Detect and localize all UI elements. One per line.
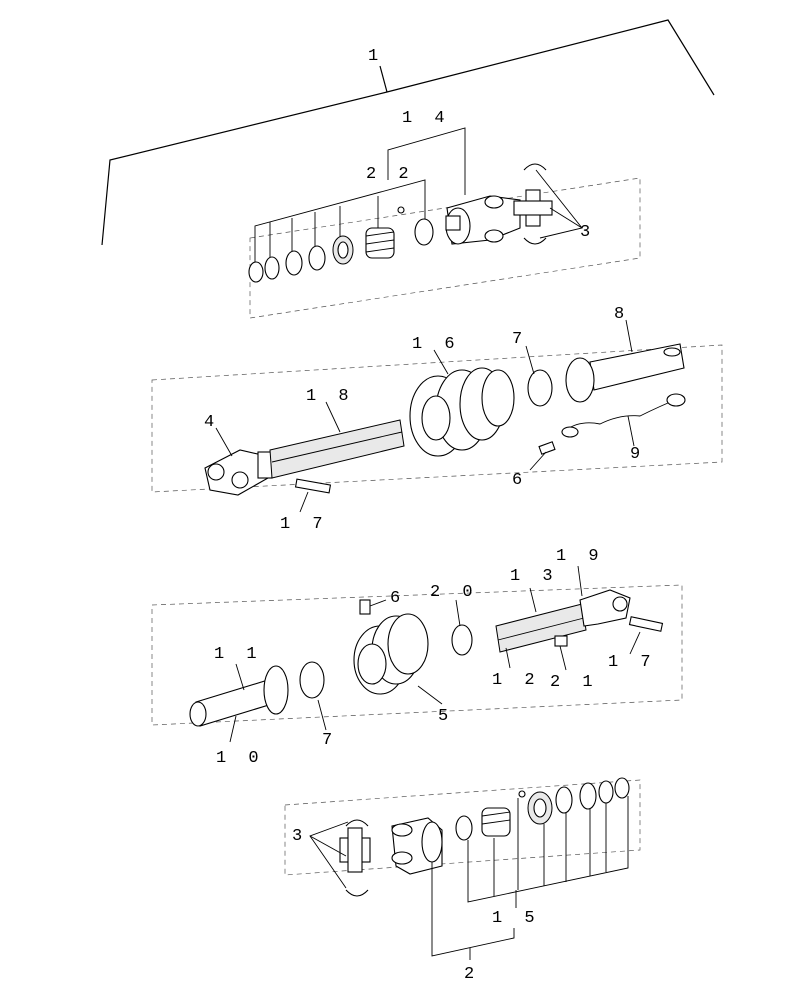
callout-17-top: 1 7 — [280, 515, 329, 534]
inner-shaft-group — [189, 565, 664, 743]
outer-shaft-group — [204, 319, 686, 513]
callout-15: 1 5 — [492, 909, 541, 928]
callout-4: 4 — [204, 413, 220, 432]
callout-21: 2 1 — [550, 673, 599, 692]
callout-7-bottom: 7 — [322, 731, 338, 750]
callout-6-top: 6 — [512, 471, 528, 490]
assembly-bracket — [101, 19, 715, 246]
callout-13: 1 3 — [510, 567, 559, 586]
callout-6-bottom: 6 — [390, 589, 406, 608]
group-frames — [151, 177, 723, 876]
callout-11: 1 1 — [214, 645, 263, 664]
callout-18: 1 8 — [306, 387, 355, 406]
callout-7-top: 7 — [512, 330, 528, 349]
callout-9: 9 — [630, 445, 646, 464]
callout-22: 2 2 — [366, 165, 415, 184]
callout-17-bottom: 1 7 — [608, 653, 657, 672]
callout-5: 5 — [438, 707, 454, 726]
callout-19: 1 9 — [556, 547, 605, 566]
callout-12: 1 2 — [492, 671, 541, 690]
lower-yoke-group — [309, 777, 630, 960]
callout-10: 1 0 — [216, 749, 265, 768]
callout-20: 2 0 — [430, 583, 479, 602]
callout-2: 2 — [464, 965, 480, 984]
callout-3-top: 3 — [580, 223, 596, 242]
callout-3-bottom: 3 — [292, 827, 308, 846]
callout-8: 8 — [614, 305, 630, 324]
upper-yoke-group — [248, 127, 583, 283]
callout-14: 1 4 — [402, 109, 451, 128]
callout-16: 1 6 — [412, 335, 461, 354]
callout-labels: 1 1 4 2 2 3 1 6 7 8 1 8 4 6 9 1 7 1 9 1 … — [204, 47, 657, 984]
callout-1: 1 — [368, 47, 384, 66]
